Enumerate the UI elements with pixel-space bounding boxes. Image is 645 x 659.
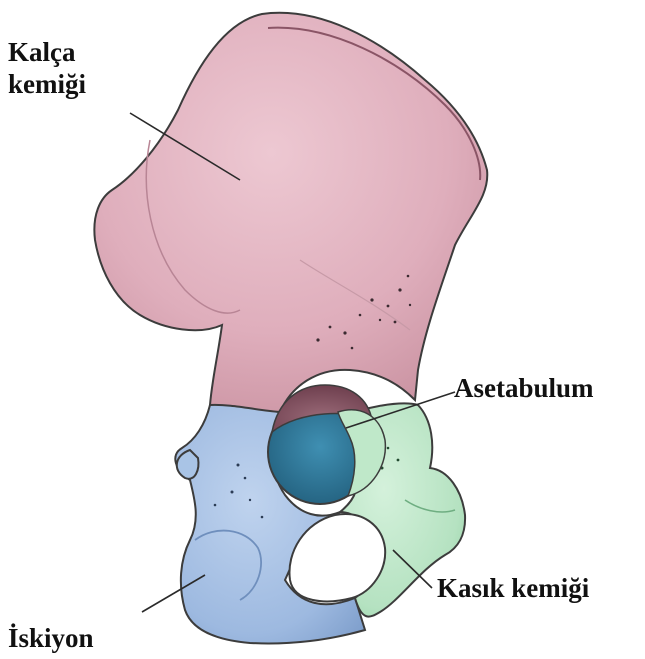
label-ilium-line-2: kemiği [8, 68, 86, 100]
label-acetabulum: Asetabulum [454, 372, 594, 404]
label-pubis: Kasık kemiği [437, 572, 589, 604]
label-ilium: Kalça kemiği [8, 36, 86, 100]
ilium-region [94, 13, 487, 412]
acetabulum-socket [268, 385, 385, 504]
label-ilium-line-1: Kalça [8, 36, 86, 68]
label-ischium: İskiyon [8, 622, 94, 654]
